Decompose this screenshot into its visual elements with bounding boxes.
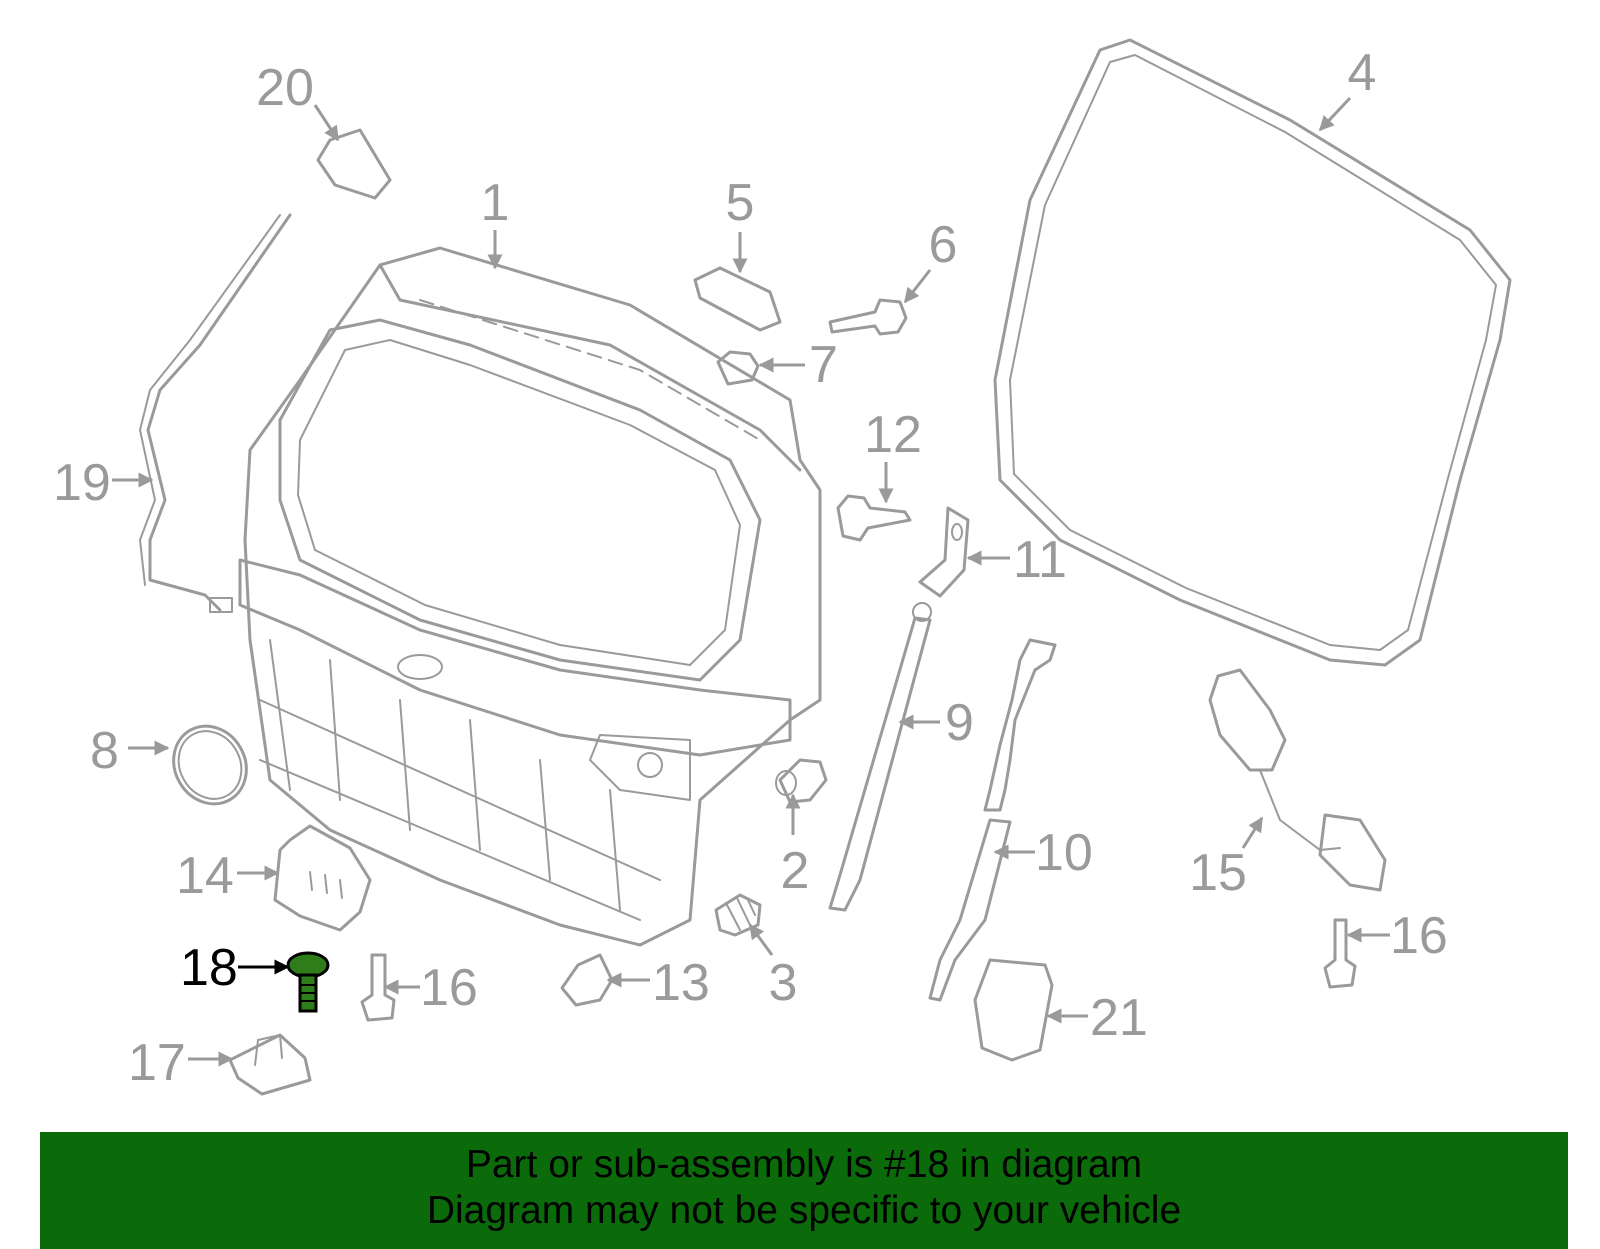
callout-label-8: 8	[90, 722, 119, 780]
part-13	[560, 953, 614, 1007]
callout-label-3: 3	[769, 954, 798, 1012]
latch-15	[1208, 668, 1387, 892]
callout-label-18: 18	[180, 939, 238, 997]
callout-label-19: 19	[53, 454, 111, 512]
bumper-2	[775, 758, 828, 804]
weatherstrip-seal	[993, 38, 1512, 667]
bolt-16-left	[360, 953, 396, 1022]
callout-label-4: 4	[1348, 44, 1377, 102]
bolt-6	[828, 298, 908, 336]
pad-21	[973, 958, 1054, 1062]
bolt-12	[836, 494, 912, 542]
banner-line-1: Part or sub-assembly is #18 in diagram	[465, 1143, 1143, 1186]
callout-label-2: 2	[781, 842, 810, 900]
grommet-8	[172, 724, 248, 806]
callout-label-16: 16	[420, 959, 478, 1017]
bracket-11	[918, 506, 970, 598]
bolt-18-highlighted	[286, 951, 330, 1013]
callout-label-5: 5	[726, 174, 755, 232]
callout-label-1: 1	[481, 174, 510, 232]
bolt-16-right	[1323, 918, 1357, 989]
striker-17	[228, 1033, 312, 1096]
callout-label-10: 10	[1035, 824, 1093, 882]
wire-harness-19	[139, 213, 292, 613]
callout-label-17: 17	[128, 1034, 186, 1092]
callout-arrow-4	[1318, 96, 1352, 132]
callout-label-12: 12	[864, 406, 922, 464]
callout-label-6: 6	[929, 216, 958, 274]
nut-7	[716, 350, 760, 386]
callout-label-15: 15	[1189, 844, 1247, 902]
info-banner: Part or sub-assembly is #18 in diagram D…	[40, 1132, 1568, 1249]
callout-label-16: 16	[1390, 907, 1448, 965]
callout-label-7: 7	[809, 336, 838, 394]
callout-arrow-15	[1241, 816, 1264, 849]
part-20	[316, 128, 392, 200]
callout-arrow-20	[313, 104, 340, 142]
liftgate-panel	[238, 246, 822, 947]
callout-label-11: 11	[1013, 531, 1067, 589]
part-5	[693, 266, 782, 332]
callout-arrow-3	[748, 923, 774, 956]
callout-label-13: 13	[652, 954, 710, 1012]
callout-label-9: 9	[945, 694, 974, 752]
callout-label-20: 20	[256, 59, 314, 117]
callout-label-21: 21	[1090, 989, 1148, 1047]
banner-line-2: Diagram may not be specific to your vehi…	[426, 1189, 1182, 1232]
callout-label-14: 14	[176, 847, 234, 905]
callout-arrow-6	[903, 269, 932, 304]
gas-strut-9	[828, 602, 932, 912]
